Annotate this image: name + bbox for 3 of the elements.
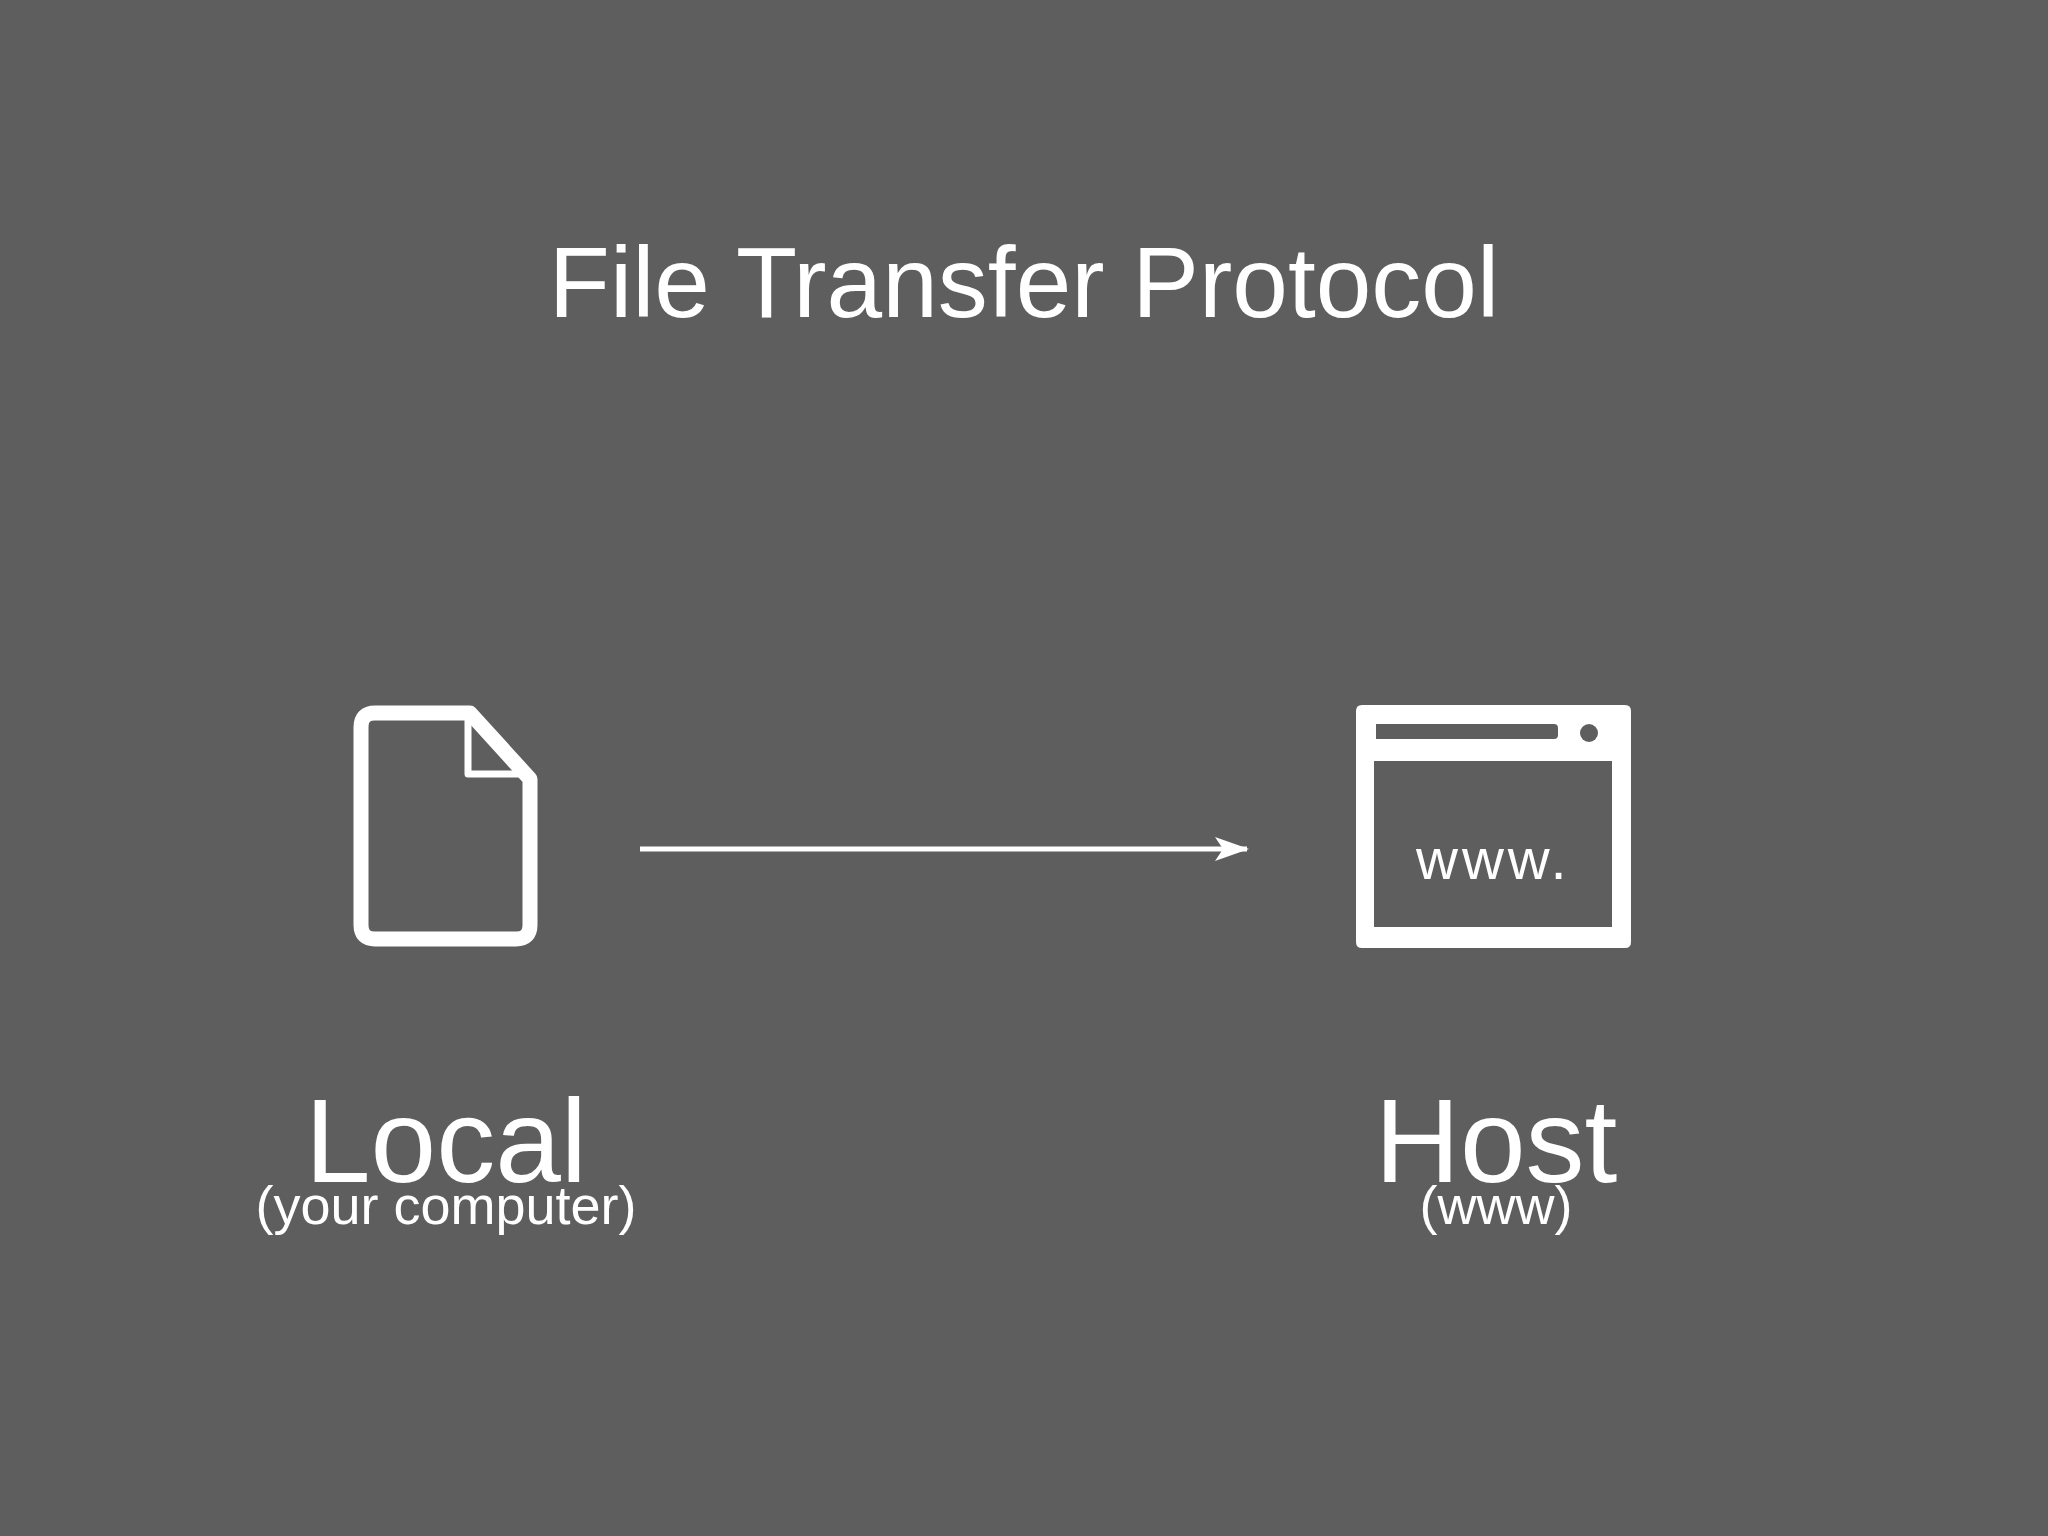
arrow bbox=[640, 837, 1249, 861]
url-text: www. bbox=[1416, 830, 1571, 888]
title: File Transfer Protocol bbox=[547, 225, 1501, 340]
